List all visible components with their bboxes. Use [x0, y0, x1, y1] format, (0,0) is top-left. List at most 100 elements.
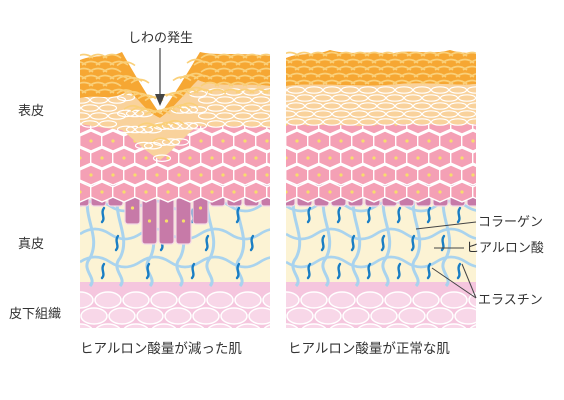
corneum-scale — [109, 60, 129, 66]
spinous-cell — [266, 150, 270, 166]
spinous-cell — [266, 116, 270, 132]
granular-cell — [430, 118, 450, 126]
fat-cell — [342, 307, 370, 325]
fat-cell — [80, 323, 93, 328]
fat-cell — [328, 291, 356, 309]
corneum-scale — [165, 119, 185, 125]
fat-cell — [80, 291, 94, 309]
granular-cell — [286, 110, 297, 118]
cell-nucleus — [155, 173, 159, 177]
fat-cell — [286, 323, 299, 328]
cell-nucleus — [482, 156, 485, 159]
cell-nucleus — [317, 139, 321, 143]
granular-cell — [394, 102, 414, 110]
spinous-cell — [461, 130, 476, 152]
granular-cell — [286, 120, 288, 124]
cell-nucleus — [122, 190, 126, 194]
cell-nucleus — [164, 219, 169, 223]
hyaluronic-acid-mark — [440, 234, 446, 252]
cell-nucleus — [295, 139, 299, 143]
fat-cell — [262, 292, 270, 308]
fat-cell — [384, 291, 412, 309]
hyaluronic-acid-mark — [396, 262, 402, 280]
granular-cell — [340, 86, 360, 94]
corneum-scale — [116, 89, 136, 95]
spinous-cell — [47, 148, 70, 168]
spinous-cell — [47, 114, 70, 134]
cell-nucleus — [254, 190, 258, 194]
corneum-scale — [469, 73, 476, 78]
corneum-scale — [109, 74, 129, 80]
collagen-label: コラーゲン — [478, 215, 543, 230]
granular-cell — [206, 120, 226, 128]
cell-nucleus — [100, 190, 104, 194]
granular-cell — [304, 118, 324, 126]
granular-cell — [376, 86, 396, 94]
granular-cell — [448, 118, 468, 126]
cell-nucleus — [67, 173, 70, 176]
granular-cell — [233, 112, 253, 120]
corneum-scale — [102, 67, 122, 73]
granular-cell — [116, 125, 136, 134]
hyaluronic-acid-mark — [350, 234, 356, 252]
cell-nucleus — [295, 173, 299, 177]
corneum-scale — [102, 53, 122, 59]
granular-cell — [215, 96, 235, 104]
cell-nucleus — [350, 190, 354, 194]
hyaluronic-acid-mark — [100, 262, 106, 280]
hyaluronic-acid-marks — [306, 206, 462, 280]
hyaluronic-acid-mark — [100, 206, 106, 224]
hyaluronic-acid-mark — [426, 262, 432, 280]
granular-cell — [269, 115, 270, 117]
granular-cell — [152, 154, 172, 163]
fat-cell — [286, 307, 314, 325]
cell-nucleus — [416, 156, 420, 160]
left-panel-caption: ヒアルロン酸量が減った肌 — [80, 340, 242, 357]
cell-nucleus — [306, 190, 310, 194]
granular-cell — [80, 104, 100, 112]
granular-cell — [367, 94, 387, 102]
fat-cell — [385, 323, 411, 328]
fat-cell — [164, 307, 192, 325]
fat-cell — [108, 307, 136, 325]
cell-nucleus — [405, 139, 409, 143]
granular-cell — [349, 110, 369, 118]
spinous-cell — [484, 165, 507, 185]
hyaluronic-acid-mark — [306, 262, 312, 280]
corneum-scale — [256, 81, 270, 87]
hyaluronic-acid-label: ヒアルロン酸 — [466, 241, 544, 256]
hyaluronic-acid-mark — [249, 234, 255, 252]
granular-cell — [134, 125, 154, 134]
corneum-scale — [116, 61, 136, 67]
corneum-scale — [462, 65, 476, 71]
corneum-scale — [137, 122, 157, 128]
wrinkle-callout-arrowhead — [155, 94, 165, 106]
hyaluronic-acid-mark — [380, 234, 386, 252]
granular-cell — [412, 86, 432, 94]
cell-nucleus — [89, 139, 93, 143]
subcutaneous-label: 皮下組織 — [9, 307, 61, 322]
cell-nucleus — [427, 173, 431, 177]
cell-nucleus — [449, 139, 453, 143]
granular-cell — [475, 113, 476, 115]
fat-cell — [454, 307, 476, 325]
cell-nucleus — [361, 173, 365, 177]
granular-cell — [89, 112, 109, 120]
granular-cell — [170, 122, 190, 130]
right-panel-caption: ヒアルロン酸量が正常な肌 — [288, 341, 450, 357]
corneum-scale — [151, 137, 171, 143]
granular-cell — [466, 118, 476, 126]
cell-nucleus — [286, 156, 288, 160]
granular-cell — [197, 96, 217, 104]
cell-nucleus — [147, 219, 152, 223]
granular-cell — [188, 122, 208, 130]
granular-cell — [403, 110, 423, 118]
hyaluronic-acid-mark — [320, 234, 326, 252]
hyaluronic-acid-mark — [396, 206, 402, 224]
cell-nucleus — [460, 190, 464, 194]
right-skin-panel — [286, 50, 507, 328]
corneum-scale — [61, 55, 79, 59]
cell-nucleus — [177, 173, 181, 177]
dermis-label: 真皮 — [18, 237, 44, 252]
spinous-cell — [484, 131, 507, 151]
